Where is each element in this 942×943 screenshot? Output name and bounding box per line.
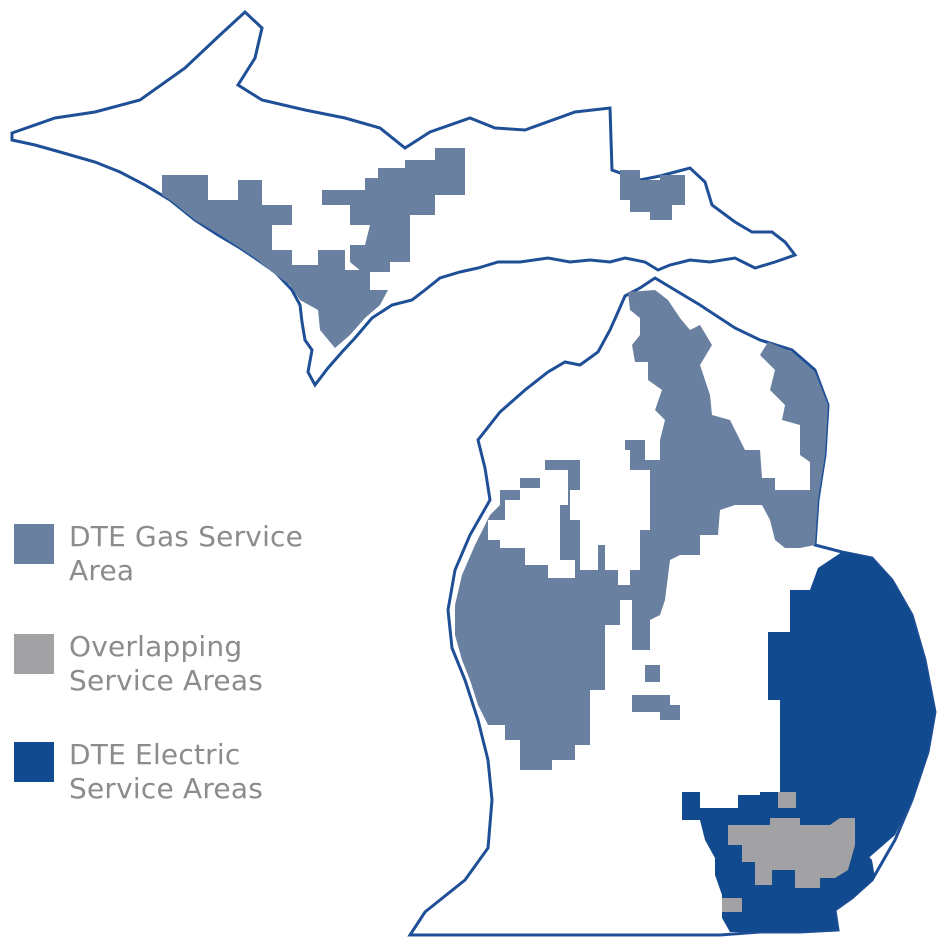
lp-cutout-west xyxy=(488,470,575,578)
lp-cutout-center xyxy=(595,450,650,585)
gas-area-up-central xyxy=(322,148,465,272)
legend-swatch-overlap xyxy=(14,634,54,674)
overlap-area-main xyxy=(728,818,855,888)
gas-area-up-east xyxy=(620,170,685,220)
gas-area-lp-small xyxy=(632,665,680,720)
gas-area-up-west xyxy=(162,175,388,348)
overlap-area-south xyxy=(722,898,742,912)
legend-swatch-gas xyxy=(14,524,54,564)
legend-label-gas: DTE Gas Service Area xyxy=(69,520,304,587)
legend-label-overlap: Overlapping Service Areas xyxy=(69,630,264,697)
electric-area-thumb xyxy=(768,552,935,870)
legend-label-electric: DTE Electric Service Areas xyxy=(69,738,264,805)
legend-swatch-electric xyxy=(14,742,54,782)
overlap-area-north xyxy=(778,792,796,808)
lp-cutout-north xyxy=(598,368,652,420)
